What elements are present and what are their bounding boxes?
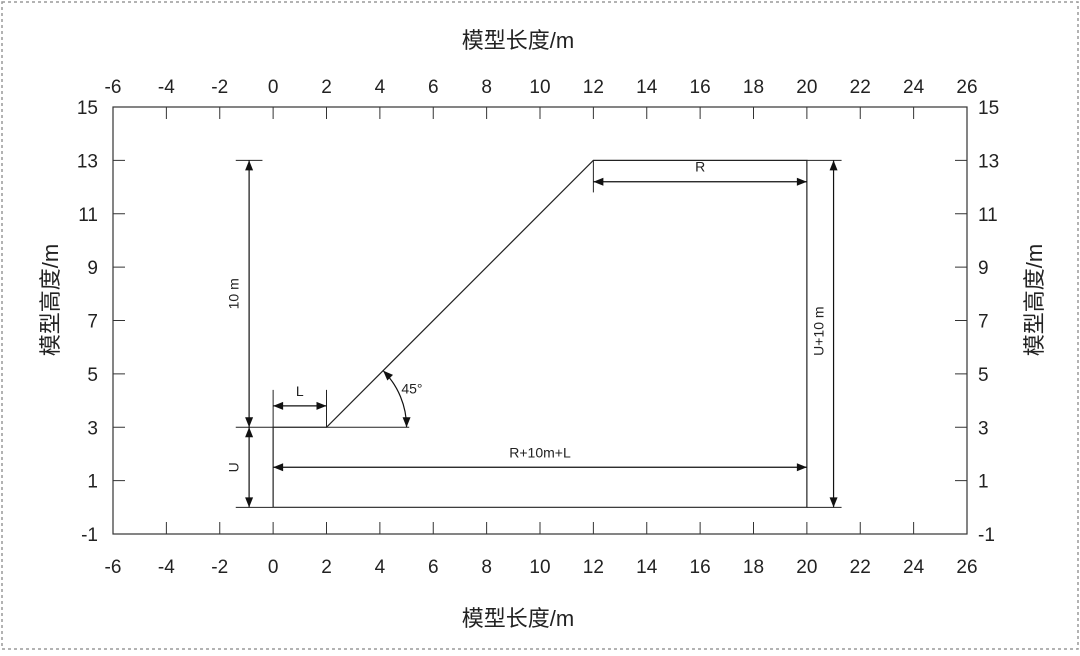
x-tick-label: -2 — [211, 77, 228, 98]
dim-label-bottom-total: R+10m+L — [509, 444, 571, 460]
x-tick-label: 26 — [956, 557, 977, 578]
y-tick-label: 15 — [978, 98, 999, 119]
y-tick-label: 13 — [978, 151, 999, 172]
angle-arc — [382, 370, 411, 428]
dim-label-r: R — [695, 159, 705, 175]
dim-label-u: U — [225, 462, 241, 472]
x-tick-label: 8 — [481, 77, 492, 98]
dim-label-l: L — [296, 383, 304, 399]
y-tick-label: 7 — [87, 312, 98, 333]
x-tick-label: 18 — [743, 77, 764, 98]
x-tick-label: 6 — [428, 77, 439, 98]
x-tick-label: 8 — [481, 557, 492, 578]
x-tick-label: 2 — [321, 77, 332, 98]
y-tick-label: 1 — [87, 472, 98, 493]
y-tick-label: 5 — [87, 365, 98, 386]
x-tick-label: 14 — [636, 77, 658, 98]
x-tick-label: 16 — [690, 557, 711, 578]
y-tick-label: 3 — [978, 418, 989, 439]
y-tick-label: 11 — [978, 205, 998, 226]
dim-label-u-plus-10: U+10 m — [811, 306, 827, 355]
x-tick-label: 12 — [583, 77, 604, 98]
x-tick-label: 20 — [796, 77, 817, 98]
x-axis-title-bottom: 模型长度/m — [462, 606, 574, 631]
y-tick-label: -1 — [81, 525, 98, 546]
x-tick-label: 24 — [903, 557, 925, 578]
x-tick-label: 4 — [375, 557, 386, 578]
x-tick-label: -4 — [158, 77, 175, 98]
dim-label-angle: 45° — [401, 381, 422, 397]
x-tick-label: 12 — [583, 557, 604, 578]
x-tick-marks — [112, 107, 968, 534]
x-tick-label: 4 — [375, 77, 386, 98]
x-tick-label: 6 — [428, 557, 439, 578]
x-tick-label: 20 — [796, 557, 817, 578]
x-tick-label: -6 — [105, 557, 122, 578]
y-tick-marks — [113, 106, 967, 535]
x-tick-label: 10 — [529, 557, 550, 578]
y-axis-title-left: 模型高度/m — [38, 244, 63, 356]
x-tick-label: 14 — [636, 557, 658, 578]
y-tick-label: 11 — [78, 205, 98, 226]
x-tick-label: 22 — [850, 77, 871, 98]
y-tick-label: 9 — [87, 258, 98, 279]
x-tick-label: 0 — [268, 77, 279, 98]
x-tick-label: 24 — [903, 77, 925, 98]
y-tick-label: 9 — [978, 258, 989, 279]
dim-label-height-10m: 10 m — [225, 278, 241, 309]
y-tick-label: -1 — [978, 525, 995, 546]
x-tick-label: 16 — [690, 77, 711, 98]
x-axis-title-top: 模型长度/m — [462, 28, 574, 53]
x-tick-label: 26 — [956, 77, 977, 98]
x-tick-label: -2 — [211, 557, 228, 578]
x-tick-label: -6 — [105, 77, 122, 98]
x-tick-label: 10 — [529, 77, 550, 98]
x-tick-label: -4 — [158, 557, 175, 578]
dimension-annotations — [235, 159, 842, 508]
y-tick-label: 13 — [77, 151, 98, 172]
x-tick-label: 0 — [268, 557, 279, 578]
y-tick-label: 3 — [87, 418, 98, 439]
y-tick-label: 1 — [978, 472, 989, 493]
y-tick-label: 15 — [77, 98, 98, 119]
x-tick-label: 2 — [321, 557, 332, 578]
y-tick-label: 7 — [978, 312, 989, 333]
y-axis-title-right: 模型高度/m — [1022, 244, 1047, 356]
x-tick-label: 22 — [850, 557, 871, 578]
y-tick-label: 5 — [978, 365, 989, 386]
x-tick-label: 18 — [743, 557, 764, 578]
